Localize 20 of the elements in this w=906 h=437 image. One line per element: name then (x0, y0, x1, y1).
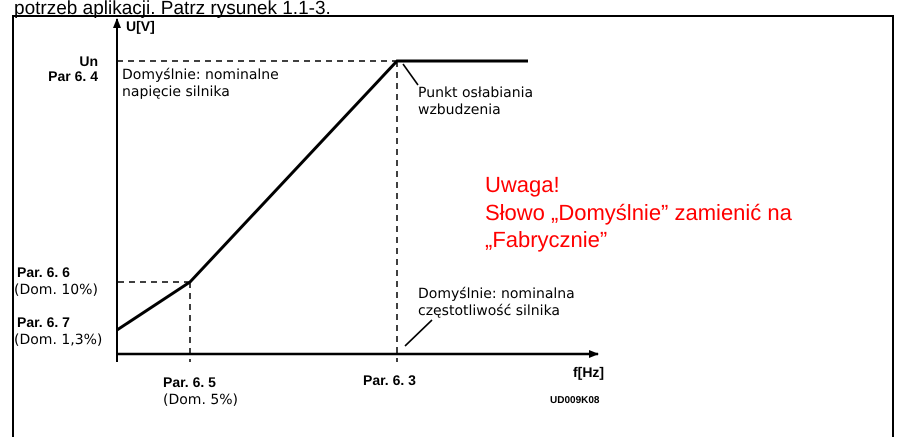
leader-line (404, 319, 433, 347)
note-text: Słowo „Domyślnie” zamienić na „Fabrycznie” (485, 199, 793, 253)
parameter-label: Par. 6. 5 (163, 374, 216, 391)
axis-label: U[V] (126, 18, 155, 35)
parameter-label: Par. 6. 3 (363, 372, 416, 389)
annotation-text: Domyślnie: nominalna częstotliwość silnika (418, 286, 608, 320)
parameter-label: Par. 6. 7 (17, 314, 70, 331)
page-text: potrzeb aplikacji. Patrz rysunek 1.1-3. (14, 0, 331, 20)
parameter-label: Par 6. 4 (48, 68, 98, 85)
figure-code: UD009K08 (550, 395, 600, 407)
annotation-text: Domyślnie: nominalne napięcie silnika (122, 67, 280, 101)
axis-label: f[Hz] (573, 364, 604, 381)
note-text: Uwaga! (485, 171, 560, 198)
default-value-label: (Dom. 1,3%) (14, 332, 102, 349)
default-value-label: (Dom. 5%) (163, 392, 238, 409)
default-value-label: (Dom. 10%) (14, 282, 98, 299)
axis-value-label: Un (79, 53, 98, 70)
annotation-text: Punkt osłabiania wzbudzenia (418, 85, 578, 119)
parameter-label: Par. 6. 6 (17, 264, 70, 281)
leader-line (402, 64, 419, 86)
